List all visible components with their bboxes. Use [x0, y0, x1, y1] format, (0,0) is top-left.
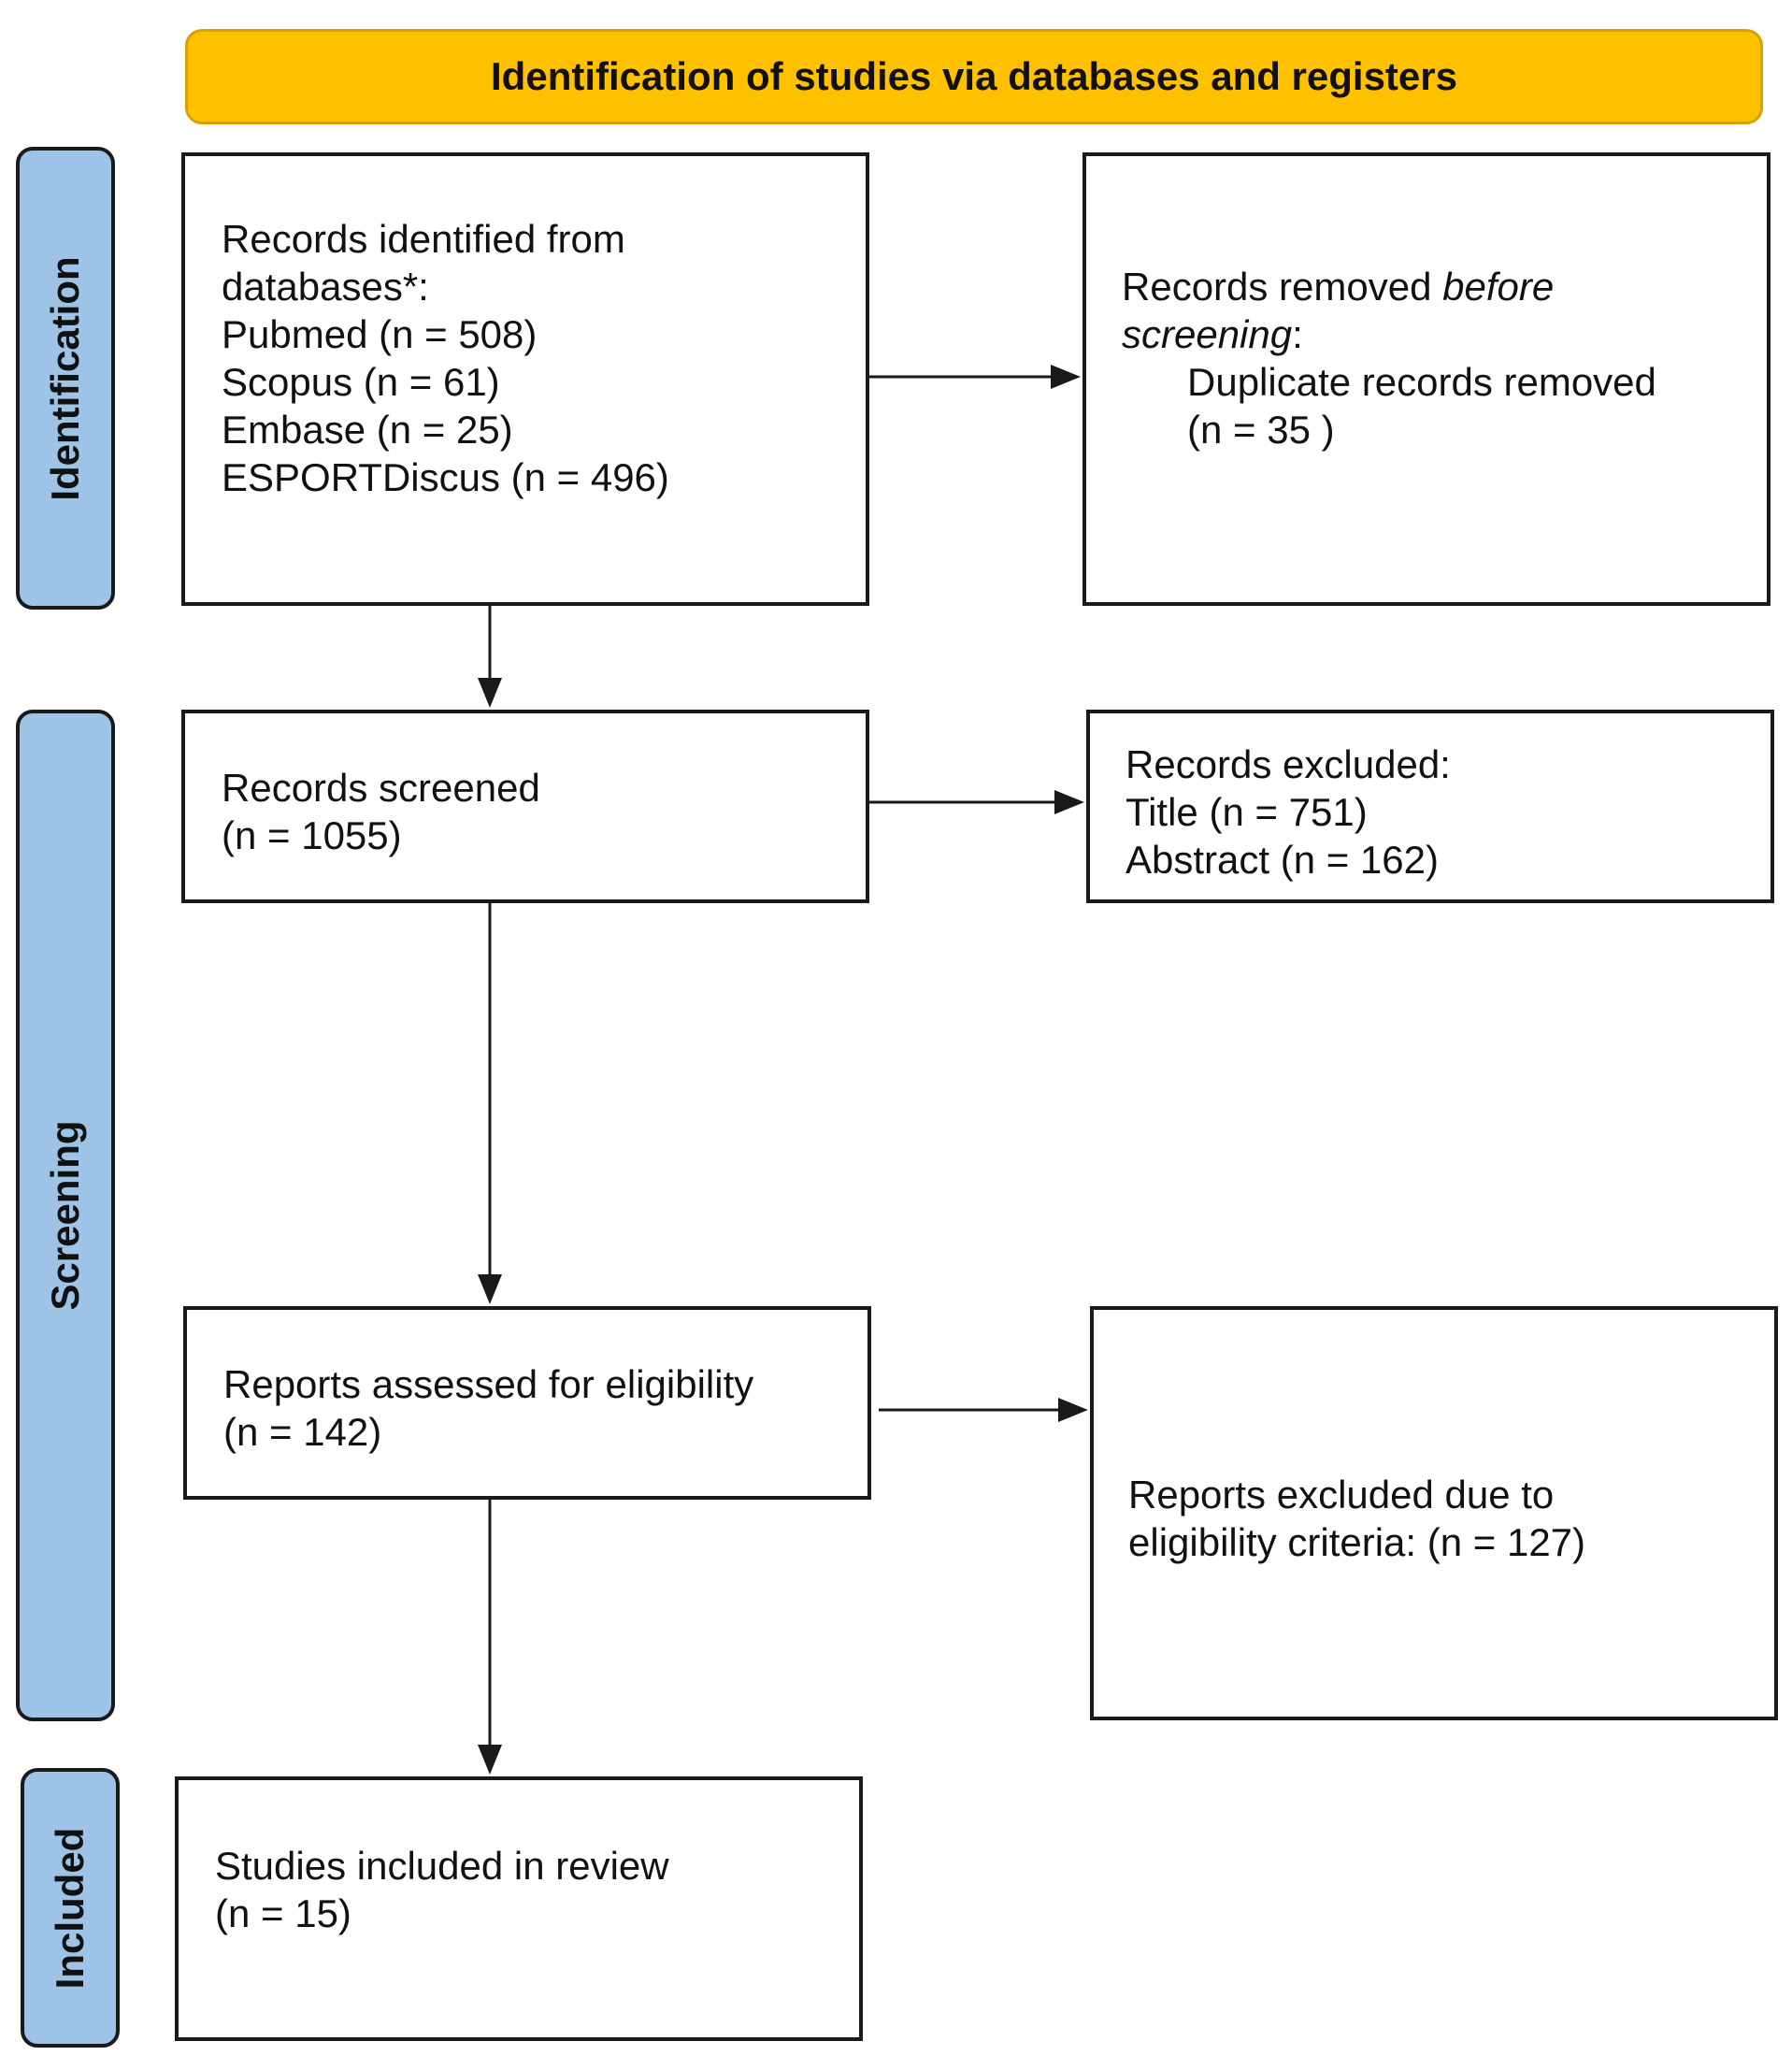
- identified-pubmed: Pubmed (n = 508): [222, 312, 538, 356]
- phase-screening: Screening: [16, 710, 115, 1721]
- screened-label: Records screened: [222, 766, 540, 810]
- records-excluded-box: Records excluded: Title (n = 751) Abstra…: [1086, 710, 1774, 903]
- phase-included: Included: [21, 1768, 120, 2048]
- removed-count: (n = 35 ): [1187, 408, 1335, 452]
- phase-identification: Identification: [16, 147, 115, 610]
- screened-count: (n = 1055): [222, 813, 402, 857]
- excluded-abstract: Abstract (n = 162): [1125, 838, 1439, 882]
- records-screened-box: Records screened (n = 1055): [181, 710, 869, 903]
- identified-title-line2: databases*:: [222, 265, 429, 309]
- included-label: Studies included in review: [215, 1844, 669, 1888]
- removed-heading-line1: Records removed before: [1122, 265, 1555, 309]
- identified-title-line1: Records identified from: [222, 217, 625, 261]
- removed-duplicates: Duplicate records removed: [1187, 360, 1656, 404]
- removed-heading-line2: screening:: [1122, 312, 1303, 356]
- header-banner: Identification of studies via databases …: [185, 29, 1763, 124]
- header-title: Identification of studies via databases …: [491, 54, 1457, 98]
- arrowhead-included: [478, 1745, 502, 1775]
- included-count: (n = 15): [215, 1891, 351, 1935]
- identified-esportdiscus: ESPORTDiscus (n = 496): [222, 455, 669, 499]
- reports-excluded-line1: Reports excluded due to: [1128, 1473, 1555, 1517]
- assessed-count: (n = 142): [223, 1410, 382, 1454]
- arrowhead-reports-excluded: [1058, 1398, 1088, 1422]
- excluded-title: Title (n = 751): [1125, 790, 1368, 834]
- arrowhead-assessed: [478, 1274, 502, 1304]
- identified-scopus: Scopus (n = 61): [222, 360, 500, 404]
- records-removed-box: Records removed before screening: Duplic…: [1082, 152, 1770, 606]
- arrowhead-screened: [478, 678, 502, 708]
- reports-assessed-box: Reports assessed for eligibility (n = 14…: [183, 1306, 871, 1500]
- arrowhead-excluded: [1054, 790, 1084, 814]
- excluded-label: Records excluded:: [1125, 742, 1451, 786]
- reports-excluded-line2: eligibility criteria: (n = 127): [1128, 1520, 1586, 1564]
- records-identified-box: Records identified from databases*: Pubm…: [181, 152, 869, 606]
- arrowhead-removed: [1051, 365, 1081, 389]
- identified-embase: Embase (n = 25): [222, 408, 513, 452]
- reports-excluded-box: Reports excluded due to eligibility crit…: [1090, 1306, 1778, 1720]
- studies-included-box: Studies included in review (n = 15): [175, 1776, 863, 2041]
- assessed-label: Reports assessed for eligibility: [223, 1362, 754, 1406]
